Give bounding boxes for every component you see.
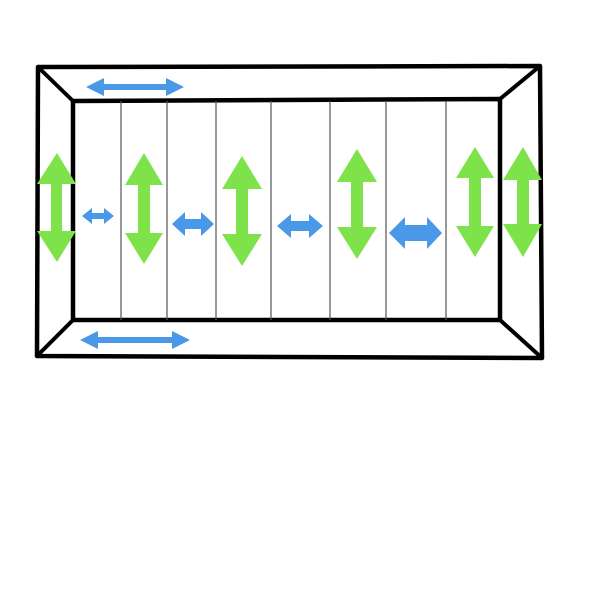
double-headed-arrow-icon [503, 147, 542, 257]
double-headed-arrow-icon [337, 149, 377, 259]
double-headed-arrow-icon [82, 208, 114, 224]
outer-frame-outline [34, 63, 545, 361]
mitre-line-top-left [36, 65, 75, 103]
double-headed-arrow-icon [86, 78, 184, 96]
board-dividers [120, 101, 447, 320]
double-headed-arrow-icon [125, 153, 163, 264]
double-headed-arrow-icon [37, 153, 76, 262]
mitre-line-top-right [498, 64, 542, 101]
double-headed-arrow-icon [80, 331, 190, 349]
horizontal-arrows [80, 78, 442, 349]
double-headed-arrow-icon [456, 147, 494, 257]
double-headed-arrow-icon [172, 212, 214, 236]
double-headed-arrow-icon [222, 156, 262, 266]
mitre-line-bottom-left [35, 318, 75, 358]
double-headed-arrow-icon [389, 217, 442, 249]
vertical-arrows [37, 147, 542, 266]
double-headed-arrow-icon [277, 214, 323, 238]
mitre-line-bottom-right [498, 318, 544, 360]
inner-panel-outline [70, 96, 503, 323]
